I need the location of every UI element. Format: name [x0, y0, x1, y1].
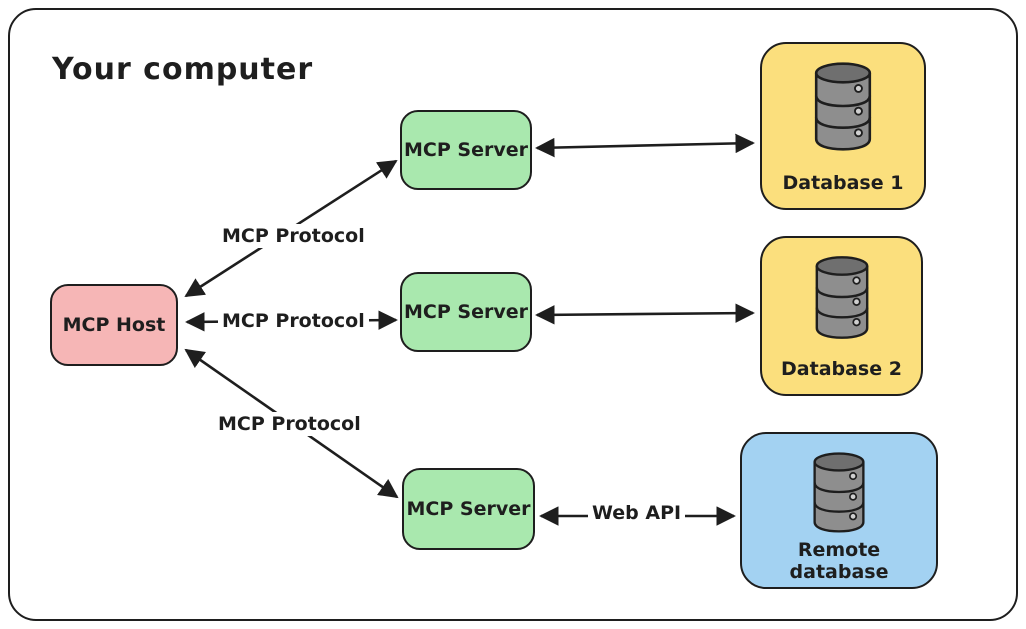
edge-label-mcp-protocol-3: MCP Protocol: [214, 412, 365, 436]
edge-label-mcp-protocol-1: MCP Protocol: [218, 224, 369, 248]
edge-label-mcp-protocol-2: MCP Protocol: [218, 309, 369, 333]
node-mcp-server-2-label: MCP Server: [404, 301, 528, 323]
diagram-title: Your computer: [52, 52, 314, 87]
node-mcp-server-1-label: MCP Server: [404, 139, 528, 161]
database-icon: [810, 60, 876, 157]
database-icon: [811, 254, 873, 345]
node-mcp-server-3: MCP Server: [402, 468, 535, 550]
node-mcp-host: MCP Host: [50, 284, 178, 366]
node-database-1: Database 1: [760, 42, 926, 210]
node-mcp-server-1: MCP Server: [400, 110, 532, 190]
node-remote-database-label: Remote database: [789, 539, 889, 583]
database-icon: [809, 450, 869, 539]
node-remote-database: Remote database: [740, 432, 938, 589]
node-mcp-host-label: MCP Host: [62, 314, 166, 336]
node-database-2: Database 2: [760, 236, 923, 396]
node-database-1-label: Database 1: [782, 172, 904, 194]
node-mcp-server-2: MCP Server: [400, 272, 532, 352]
node-mcp-server-3-label: MCP Server: [406, 498, 531, 520]
node-database-2-label: Database 2: [781, 358, 902, 380]
edge-label-web-api: Web API: [588, 501, 686, 525]
